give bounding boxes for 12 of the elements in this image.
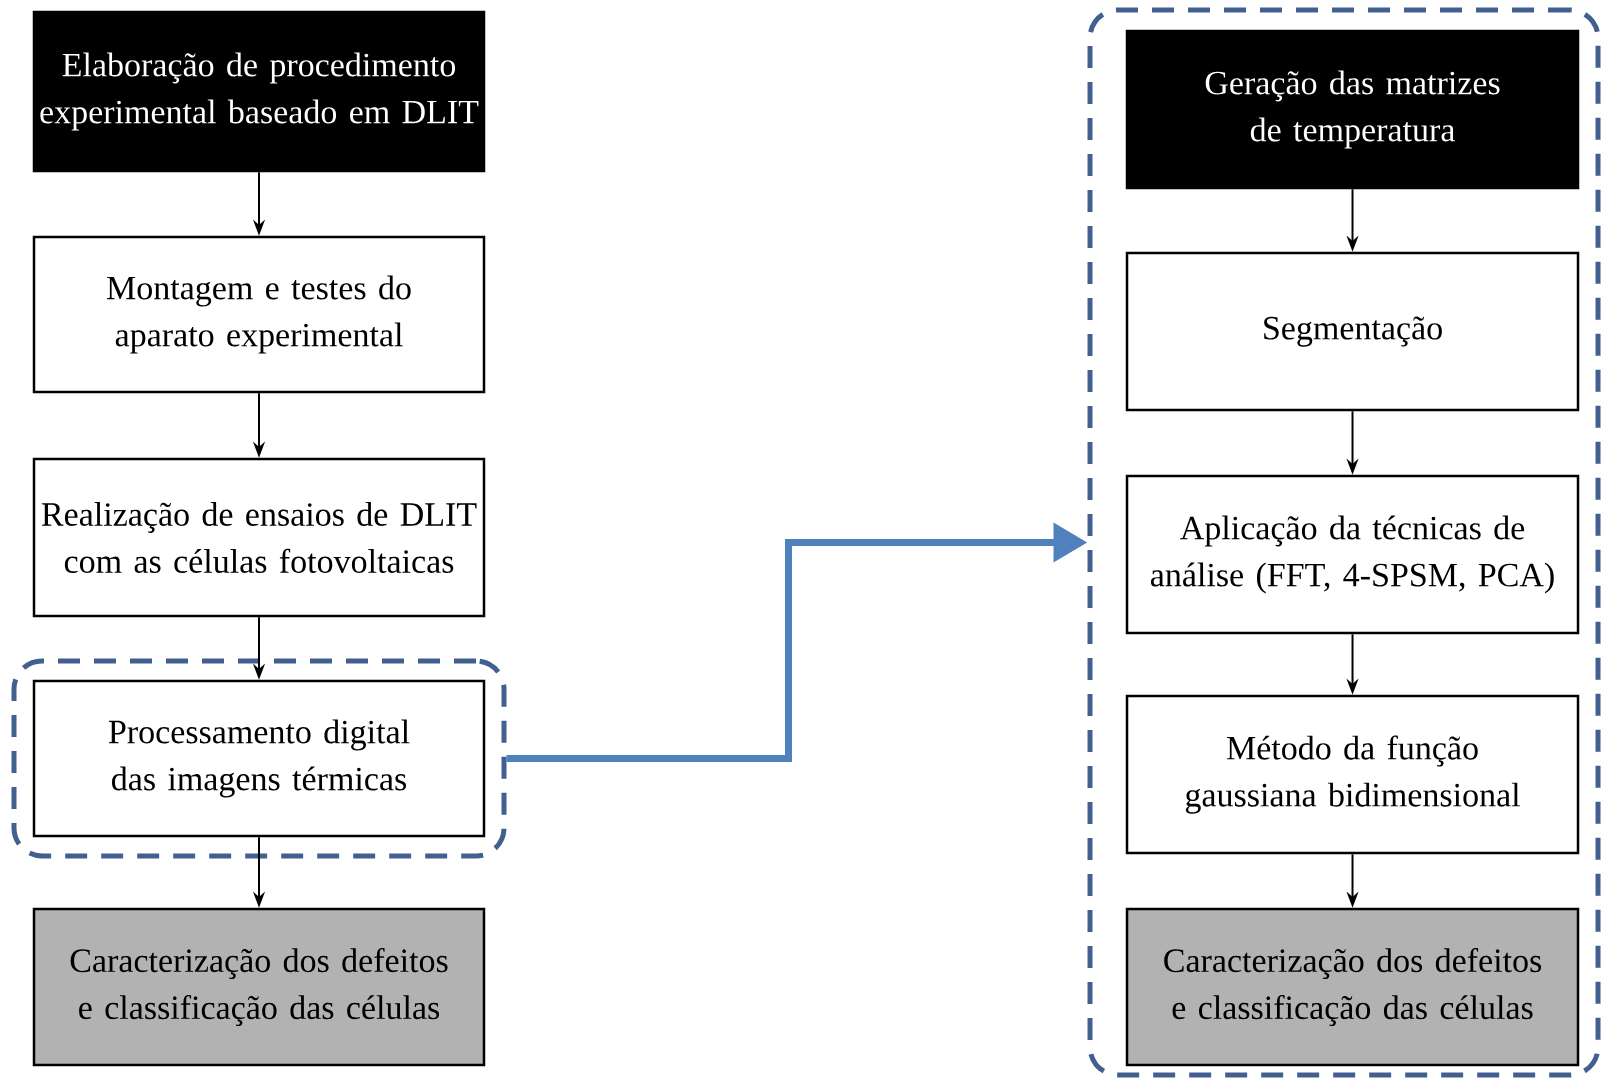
process-box: Segmentação bbox=[1125, 251, 1580, 412]
start-box: Geração das matrizes de temperatura bbox=[1125, 29, 1580, 190]
process-box: Realização de ensaios de DLIT com as células fotovoltaicas bbox=[32, 457, 486, 618]
result-box: Caracterização dos defeitos e classificação das células bbox=[32, 907, 486, 1067]
start-box: Elaboração de procedimento experimental baseado em DLIT bbox=[32, 10, 486, 173]
process-box: Método da função gaussiana bidimensional bbox=[1125, 694, 1580, 855]
process-box: Processamento digital das imagens térmicas bbox=[32, 679, 486, 838]
process-box: Aplicação da técnicas de análise (FFT, 4-SPSM, PCA) bbox=[1125, 474, 1580, 635]
process-box: Montagem e testes do aparato experimental bbox=[32, 235, 486, 394]
dashed-frame bbox=[11, 658, 507, 859]
result-box: Caracterização dos defeitos e classificação das células bbox=[1125, 907, 1580, 1067]
dashed-frame bbox=[1087, 7, 1601, 1078]
